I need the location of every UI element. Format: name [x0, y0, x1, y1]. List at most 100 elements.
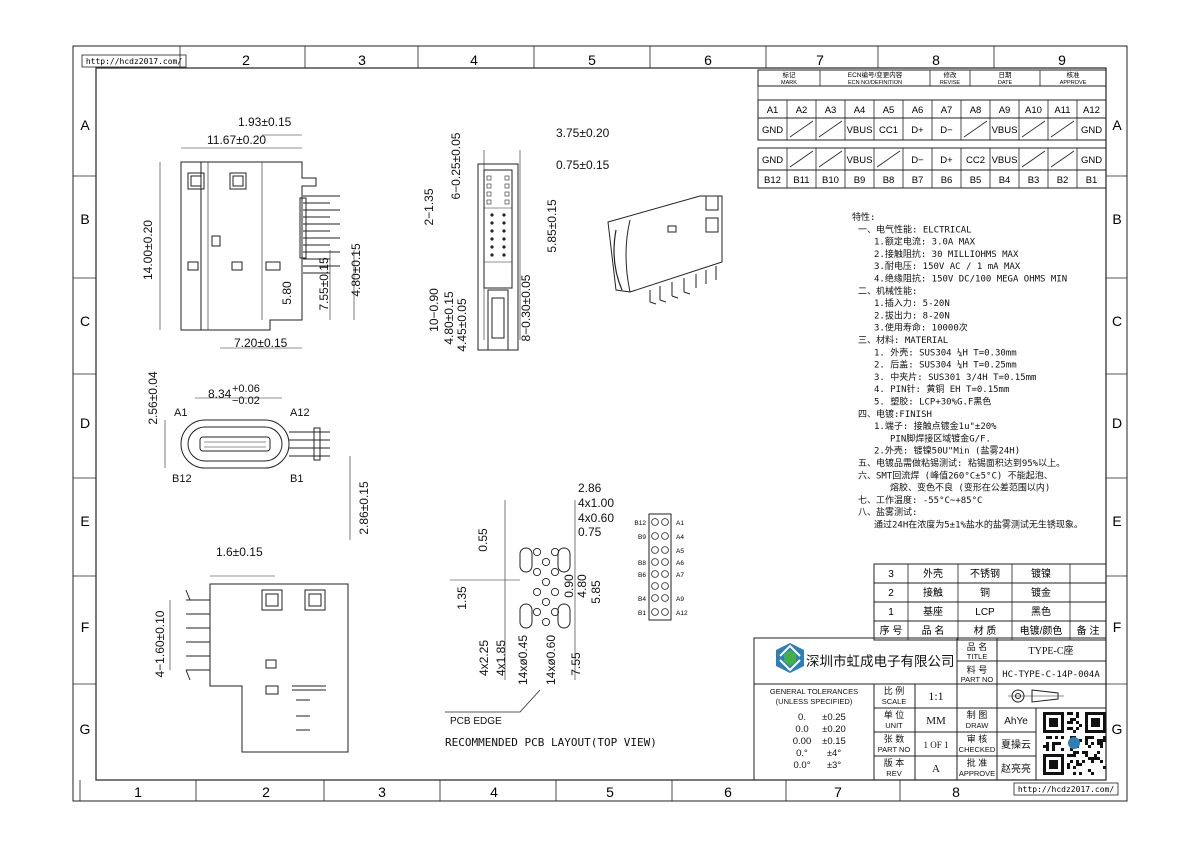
- dim-side-5: 7.55±0.15: [317, 257, 331, 311]
- dim-mid-8: 4.45±0.05: [455, 298, 469, 352]
- pin-cell: B7: [912, 175, 924, 186]
- spec-line: 六、SMT回流焊 (峰值260°C±5°C) 不能起泡、: [858, 469, 1053, 481]
- isometric-view: [607, 195, 723, 305]
- spec-line: 八、盐雾测试:: [858, 506, 917, 518]
- dim-pcb-10: 4x2.25: [477, 640, 491, 676]
- dim-mid-4: 2−1.35: [422, 188, 436, 225]
- dim-mid-9: 8−0.30±0.05: [519, 274, 533, 341]
- mid-pin-pad: [486, 191, 492, 197]
- pin-cell: A10: [1025, 105, 1042, 116]
- pin-cell: D−: [940, 125, 953, 136]
- bom-cell: 备 注: [1077, 624, 1100, 637]
- zone-col-bottom-8: 8: [952, 784, 960, 800]
- bom-cell: 铜: [980, 587, 990, 599]
- pin-cell: A1: [767, 105, 779, 116]
- pin-cell-empty: [963, 120, 988, 138]
- pinmap-hole-right: [661, 570, 669, 578]
- mid-view: [477, 150, 521, 351]
- dim-side-2: 11.67±0.20: [207, 133, 266, 147]
- check-label-en: CHECKED: [959, 745, 996, 754]
- bom-cell: 序 号: [880, 624, 903, 637]
- tolerance-value: ±0.25: [822, 712, 846, 723]
- bom-cell: 基座: [923, 605, 943, 618]
- side-view: [159, 134, 355, 349]
- dim-front-2: 8.34: [208, 387, 232, 401]
- rev-header-en: ECN NO/DEFINITION: [848, 80, 902, 86]
- zone-col-bottom-1: 1: [134, 784, 142, 800]
- bom-cell: 不锈钢: [970, 567, 1000, 580]
- spec-line: 2.接触阻抗: 30 MILLIOHMS MAX: [874, 248, 1019, 260]
- label-b12: B12: [172, 473, 192, 485]
- tolerance-precision: 0.00: [793, 736, 812, 747]
- pinmap-hole-right: [661, 608, 669, 616]
- scale-value: 1:1: [928, 689, 943, 703]
- zone-row-left-G: G: [80, 721, 91, 737]
- pin-cell: D+: [911, 125, 924, 136]
- pin-cell: A8: [970, 105, 982, 116]
- spec-line: 1.端子: 接触点镀金1u"±20%: [874, 420, 997, 432]
- bottom-view: [169, 575, 349, 753]
- mid-pin-dot: [502, 237, 506, 241]
- rev-header-en: MARK: [781, 80, 797, 86]
- mid-pin-dot: [490, 229, 494, 233]
- pcb-hole: [541, 577, 551, 587]
- pcb-hole: [532, 567, 542, 577]
- spec-line: 熔胶、变色不良 (变形在公差范围以内): [890, 482, 1050, 494]
- tolerance-precision: 0.°: [796, 748, 808, 759]
- pinmap-hole-right: [661, 582, 669, 590]
- pcb-hole: [550, 547, 560, 557]
- dim-mid-3: 0.75±0.15: [556, 158, 610, 172]
- zone-col-bottom-2: 2: [262, 784, 270, 800]
- part-label-en: PART NO: [961, 675, 994, 684]
- zone-row-left-D: D: [80, 415, 90, 431]
- bom-cell: 2: [888, 588, 894, 599]
- pcb-layout: [445, 500, 672, 713]
- unit-value: MM: [926, 715, 946, 727]
- pin-cell-empty: [818, 120, 843, 138]
- url-top: http://hcdz2017.com/: [86, 57, 183, 66]
- pinmap-hole-left: [651, 608, 659, 616]
- dim-pcb-5: 0.55: [476, 528, 490, 552]
- tolerance-rows: 0.±0.250.0±0.200.00±0.150.°±4°0.0°±3°: [793, 712, 846, 771]
- pin-cell: B6: [941, 175, 953, 186]
- dim-bottom-1: 1.6±0.15: [216, 545, 263, 559]
- sheet-value: 1 OF 1: [923, 740, 948, 750]
- dim-pcb-6: 1.35: [455, 586, 469, 610]
- spec-line: 1.额定电流: 3.0A MAX: [874, 236, 976, 248]
- label-a1: A1: [174, 407, 187, 419]
- zone-row-left-A: A: [80, 117, 90, 133]
- pinmap-label-left: B1: [638, 610, 646, 617]
- pin-cell-empty: [1050, 120, 1075, 138]
- spec-line: 3.耐电压: 150V AC / 1 mA MAX: [874, 260, 1021, 272]
- pinmap-label-left: B6: [638, 572, 646, 579]
- pin-cell-empty: [876, 150, 901, 168]
- zone-col-top-2: 2: [242, 52, 250, 68]
- bom-cell: 黑色: [1031, 605, 1051, 618]
- spec-line: 2. 后盖: SUS304 ¼H T=0.25mm: [874, 359, 1017, 371]
- draw-value: AhYe: [1004, 716, 1028, 727]
- spec-line: 2.拔出力: 8-20N: [874, 309, 950, 321]
- dim-front-2-upper: +0.06: [232, 383, 260, 395]
- pcb-hole: [541, 617, 551, 627]
- pin-cell: B10: [822, 175, 839, 186]
- title-label-en: TITLE: [967, 652, 987, 661]
- pin-cell: A9: [999, 105, 1011, 116]
- part-value: HC-TYPE-C-14P-004A: [1002, 670, 1100, 680]
- check-value: 夏操云: [1001, 738, 1031, 751]
- pinmap-label-right: A5: [676, 548, 684, 555]
- pinmap-hole-right: [661, 518, 669, 526]
- dim-mid-7: 4.80±0.15: [442, 291, 456, 345]
- zone-col-top-6: 6: [704, 52, 712, 68]
- rev-header-cn: 修改: [944, 70, 958, 79]
- spec-line: PIN脚焊接区域镀金G/F.: [890, 432, 991, 444]
- zone-row-right-B: B: [1112, 211, 1121, 227]
- spec-line: 1. 外壳: SUS304 ¼H T=0.30mm: [874, 346, 1017, 358]
- pcb-edge-label: PCB EDGE: [450, 716, 502, 727]
- dim-mid-1: 3.75±0.20: [556, 126, 610, 140]
- dim-side-6: 4.80±0.15: [349, 243, 363, 297]
- pin-cell: B5: [970, 175, 982, 186]
- pinmap-hole-left: [651, 582, 659, 590]
- mid-pin-pad: [504, 199, 510, 205]
- dim-pcb-3: 4x0.60: [578, 511, 614, 525]
- pin-cell: B1: [1086, 175, 1098, 186]
